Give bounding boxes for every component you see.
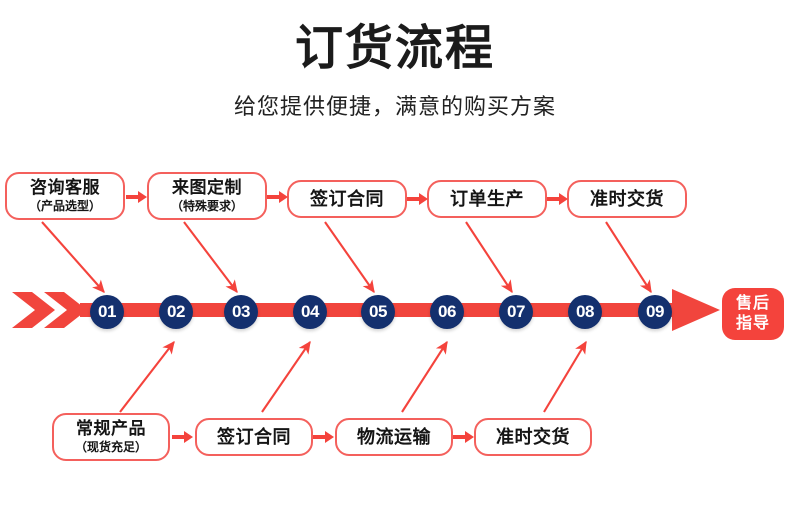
after-sales-badge-line2: 指导 (735, 315, 770, 332)
page-subtitle: 给您提供便捷，满意的购买方案 (233, 94, 556, 119)
top-step-box-2[interactable]: 来图定制 （特殊要求） (147, 172, 267, 220)
bottom-step-1-main: 常规产品 (76, 419, 146, 438)
bottom-step-4-main: 准时交货 (496, 427, 570, 447)
top-step-5-main: 准时交货 (590, 189, 664, 209)
bottom-step-box-4[interactable]: 准时交货 (474, 418, 592, 456)
top-step-box-4[interactable]: 订单生产 (427, 180, 547, 218)
timeline-step-04[interactable]: 04 (293, 295, 327, 329)
top-step-3-main: 签订合同 (310, 189, 384, 209)
top-connector-arrow-3 (407, 193, 428, 205)
top-step-box-1[interactable]: 咨询客服 （产品选型） (5, 172, 125, 220)
bottom-connector-arrow-3 (453, 431, 474, 443)
timeline-step-02[interactable]: 02 (159, 295, 193, 329)
bottom-step-box-2[interactable]: 签订合同 (195, 418, 313, 456)
after-sales-badge[interactable]: 售后 指导 (722, 288, 784, 340)
after-sales-badge-line1: 售后 (735, 295, 770, 312)
top-connector-arrow-1 (126, 191, 147, 203)
top-step-4-main: 订单生产 (450, 189, 524, 209)
timeline-step-03[interactable]: 03 (224, 295, 258, 329)
top-step-2-main: 来图定制 (172, 178, 242, 197)
timeline-end-arrow-icon (672, 289, 720, 331)
top-step-1-sub: （产品选型） (28, 199, 101, 213)
bottom-step-3-main: 物流运输 (357, 427, 431, 447)
timeline-step-06[interactable]: 06 (430, 295, 464, 329)
timeline-step-01[interactable]: 01 (90, 295, 124, 329)
bottom-step-box-3[interactable]: 物流运输 (335, 418, 453, 456)
timeline-step-09[interactable]: 09 (638, 295, 672, 329)
top-step-box-3[interactable]: 签订合同 (287, 180, 407, 218)
bottom-step-box-1[interactable]: 常规产品 （现货充足） (52, 413, 170, 461)
top-step-2-sub: （特殊要求） (170, 199, 243, 213)
bottom-step-1-sub: （现货充足） (74, 440, 147, 454)
page-title: 订货流程 (294, 22, 495, 75)
timeline-step-08[interactable]: 08 (568, 295, 602, 329)
bottom-step-2-main: 签订合同 (217, 427, 291, 447)
timeline-step-07[interactable]: 07 (499, 295, 533, 329)
top-connector-arrow-4 (547, 193, 568, 205)
timeline-step-05[interactable]: 05 (361, 295, 395, 329)
bottom-connector-arrow-1 (172, 431, 193, 443)
top-step-box-5[interactable]: 准时交货 (567, 180, 687, 218)
top-connector-arrow-2 (267, 191, 288, 203)
bottom-connector-arrow-2 (313, 431, 334, 443)
double-chevron-icon (12, 292, 87, 328)
top-step-1-main: 咨询客服 (30, 178, 100, 197)
